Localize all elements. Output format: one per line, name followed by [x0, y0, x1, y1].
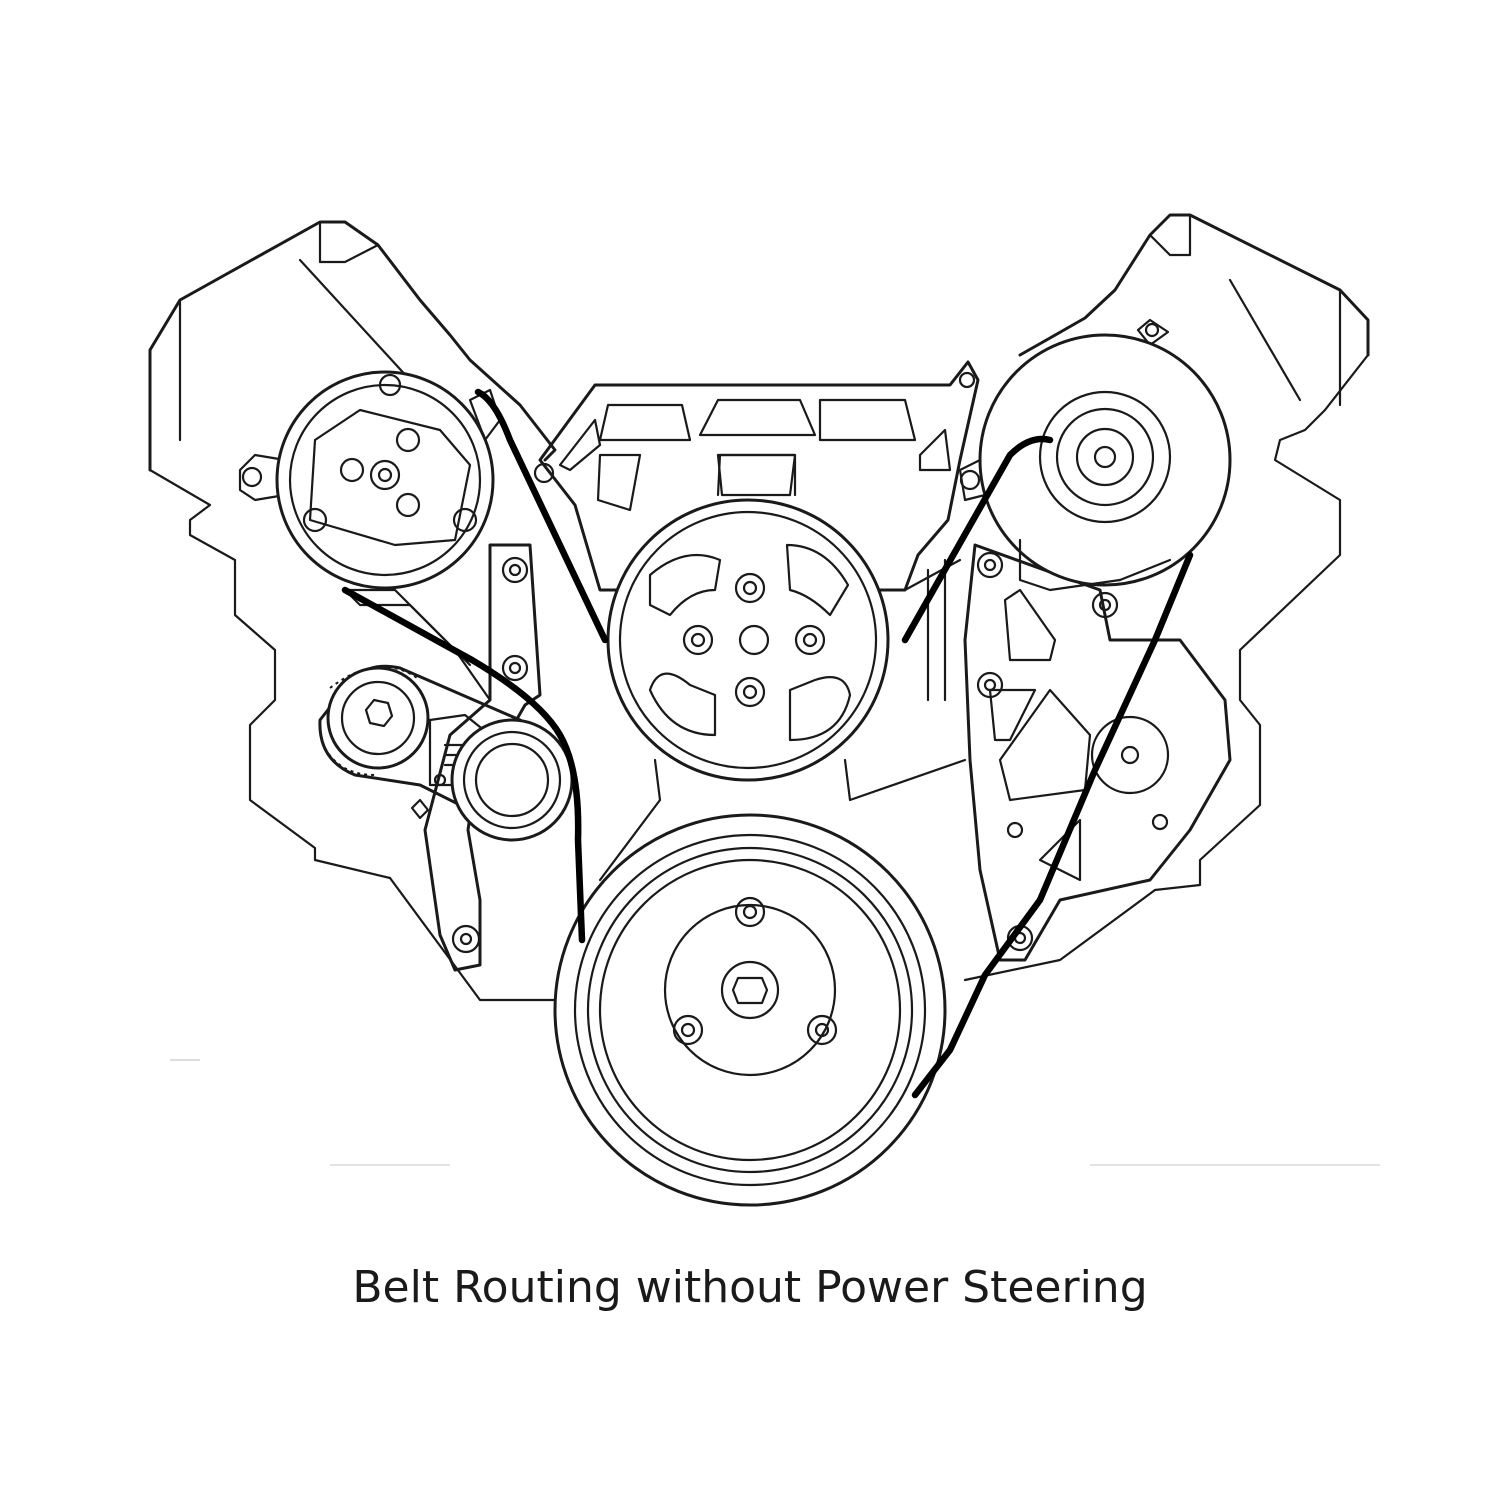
crank-pulley: [553, 813, 947, 1207]
right-bracket: [963, 543, 1232, 962]
left-bracket: [343, 543, 542, 972]
ac-compressor: [238, 370, 502, 590]
serpentine-belt: [341, 388, 1194, 1099]
belt-tensioner: [318, 664, 574, 842]
engine-block-outline: [148, 213, 1380, 1166]
alternator: [958, 318, 1232, 592]
diagram-caption: Belt Routing without Power Steering: [352, 1262, 1148, 1313]
upper-bracket: [533, 360, 980, 592]
